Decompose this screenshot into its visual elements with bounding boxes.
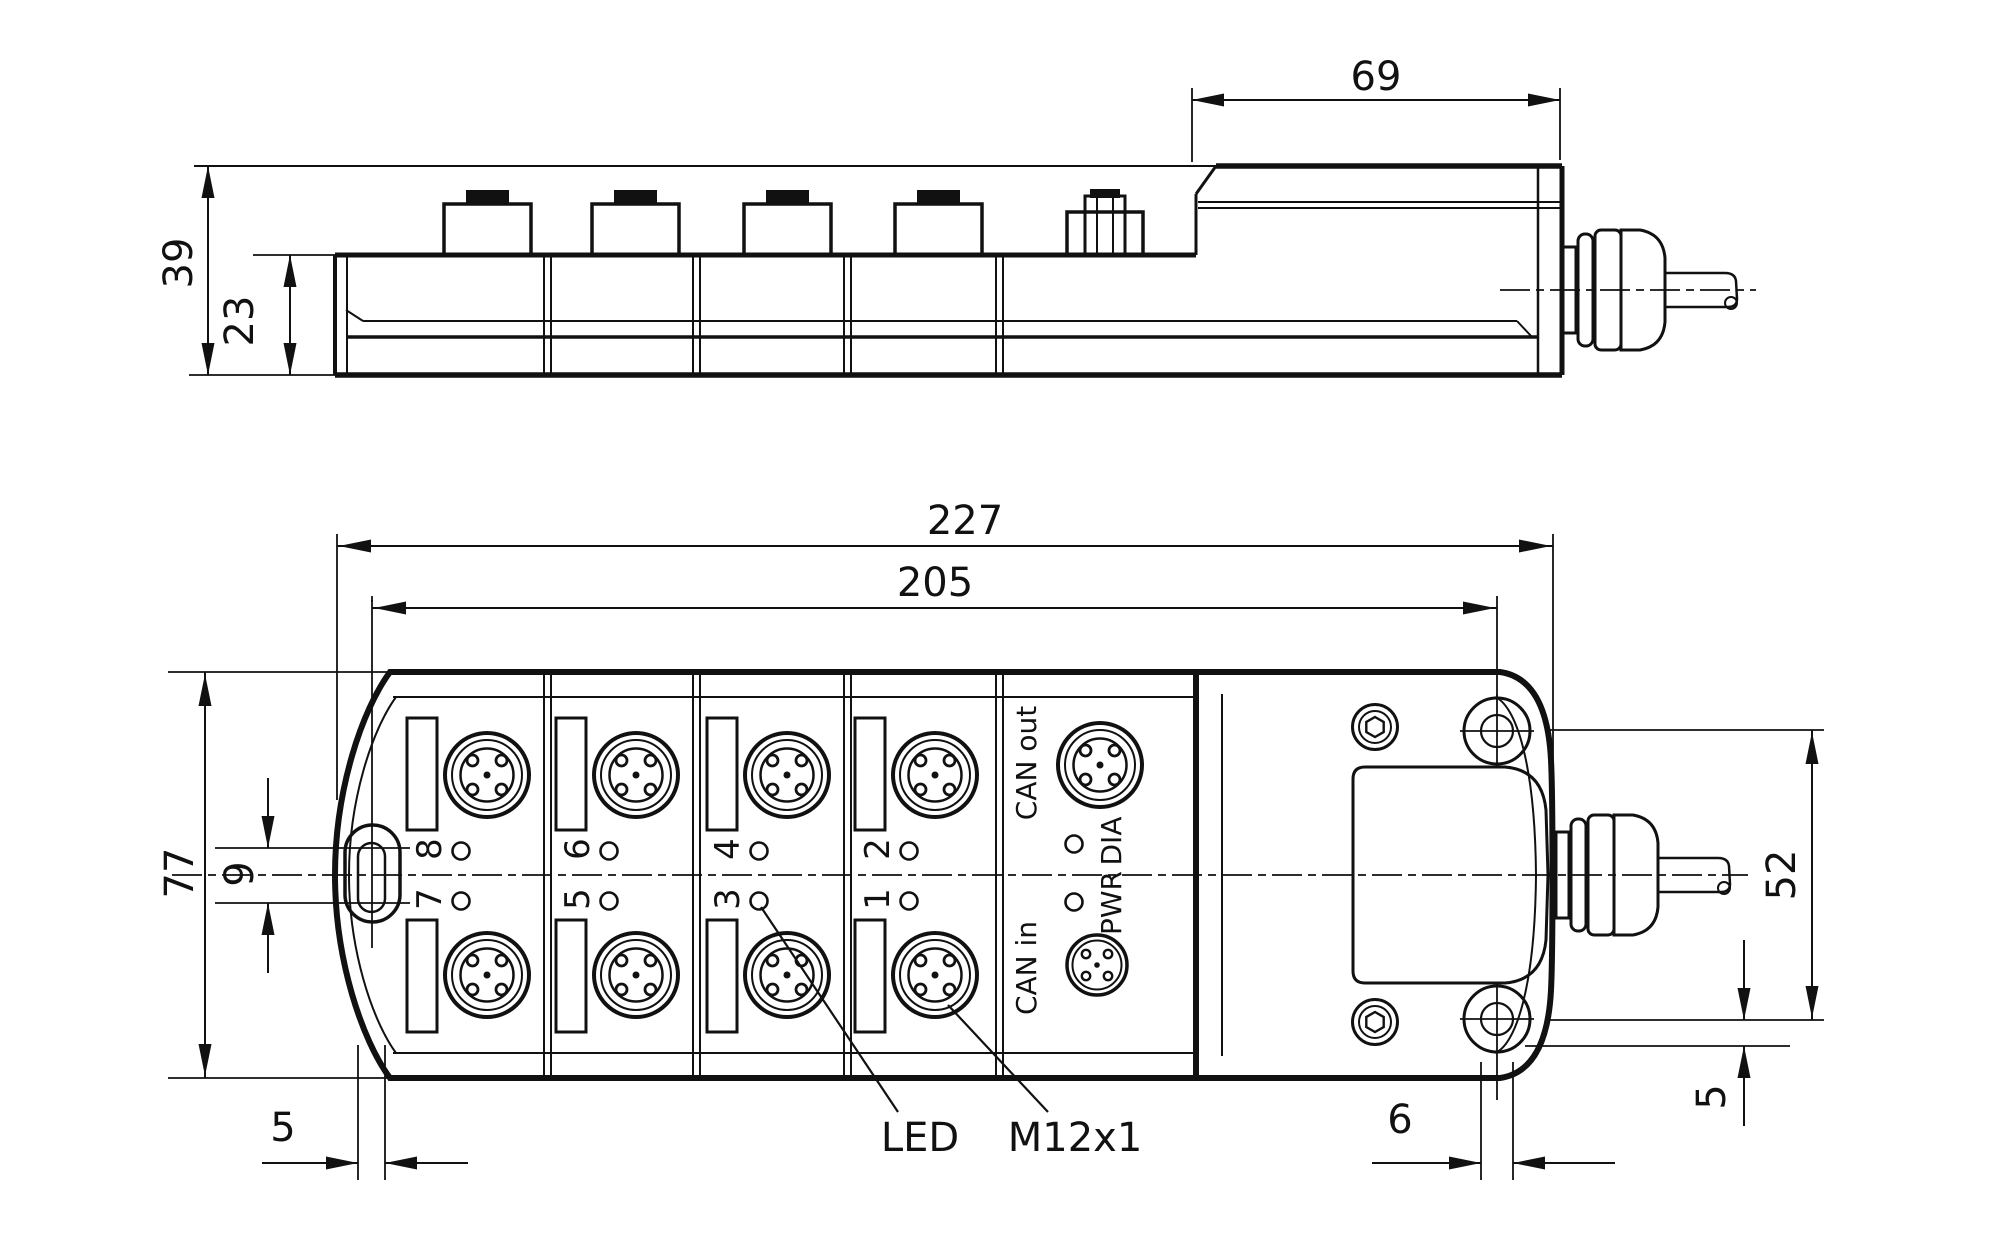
led-port-3 — [749, 891, 769, 911]
m12-connector-port-6 — [592, 731, 680, 819]
end-section — [1351, 694, 1550, 1100]
dim-6-value: 6 — [1387, 1097, 1412, 1143]
m12-connector-port-7 — [443, 931, 531, 1019]
port-number-3: 3 — [708, 888, 748, 910]
led-port-8 — [451, 841, 471, 861]
led-port-5 — [599, 891, 619, 911]
right-step-chamfer — [1516, 320, 1533, 338]
callout-m12x1: M12x1 — [947, 1004, 1143, 1161]
side-m12-stub-2 — [590, 190, 681, 257]
led-port-4 — [749, 841, 769, 861]
dim-23: 23 — [217, 255, 297, 375]
cable-gland-top-view-icon — [1554, 813, 1732, 937]
port-number-8: 8 — [410, 838, 450, 860]
dim-69: 69 — [1191, 54, 1561, 162]
m12-connector-port-5 — [592, 931, 680, 1019]
led-port-7 — [451, 891, 471, 911]
dim-227: 227 — [336, 498, 1554, 815]
led-port-6 — [599, 841, 619, 861]
top-view: 8 7 6 5 4 3 2 1 CAN out — [157, 498, 1824, 1180]
mounting-hole-top — [1460, 694, 1534, 768]
port-number-7: 7 — [410, 888, 450, 910]
port-number-1: 1 — [858, 888, 898, 910]
led-port-1 — [899, 891, 919, 911]
m12x1-callout-label: M12x1 — [1008, 1115, 1143, 1161]
dim-77-value: 77 — [157, 848, 203, 899]
led-pwr — [1064, 892, 1084, 912]
side-m12-stub-3 — [742, 190, 833, 257]
label-plates — [405, 716, 887, 1034]
side-m12-stub-4 — [893, 190, 984, 257]
dim-52: 52 — [1545, 729, 1824, 1021]
m12-connector-port-1 — [891, 931, 979, 1019]
side-power-stub — [1065, 189, 1145, 257]
dim-205-value: 205 — [897, 560, 973, 606]
can-out-label: CAN out — [1010, 706, 1043, 820]
left-step-chamfer — [345, 309, 364, 322]
dim-6: 6 — [1372, 1062, 1615, 1180]
port-numbers-and-leds: 8 7 6 5 4 3 2 1 — [410, 838, 919, 911]
pwr-label: PWR — [1095, 871, 1128, 935]
side-m12-stub-1 — [442, 190, 533, 257]
dim-205: 205 — [371, 560, 1498, 700]
m12-connector-port-2 — [891, 731, 979, 819]
dim-39: 39 — [156, 166, 215, 375]
side-module-dividers — [543, 255, 1004, 375]
can-section: CAN out DIA PWR CAN in — [1010, 706, 1144, 1015]
dim-69-value: 69 — [1351, 54, 1402, 100]
can-in-label: CAN in — [1010, 921, 1043, 1015]
dim-9-value: 9 — [217, 861, 263, 886]
side-view: 69 39 23 — [156, 54, 1756, 378]
can-in-connector — [1065, 933, 1129, 997]
body-outline — [331, 669, 1556, 1081]
led-port-2 — [899, 841, 919, 861]
port-number-6: 6 — [558, 838, 598, 860]
mounting-hole-bottom — [1460, 982, 1534, 1100]
m12-connector-port-4 — [743, 731, 831, 819]
dim-9: 9 — [217, 778, 275, 973]
cable-gland-side-icon — [1500, 228, 1756, 352]
dia-label: DIA — [1095, 817, 1128, 866]
led-dia — [1064, 834, 1084, 854]
led-callout-label: LED — [881, 1115, 959, 1161]
dim-39-value: 39 — [156, 238, 202, 289]
dim-23-value: 23 — [217, 296, 263, 347]
dim-52-value: 52 — [1759, 850, 1805, 901]
dim-5-right: 5 — [1525, 940, 1790, 1126]
mounting-slot — [215, 600, 410, 948]
tall-section-chamfer — [1194, 165, 1218, 195]
dim-227-value: 227 — [927, 498, 1003, 544]
can-out-connector — [1056, 721, 1144, 809]
dim-5-left-value: 5 — [270, 1105, 295, 1151]
dim-5-right-value: 5 — [1689, 1084, 1735, 1109]
port-number-5: 5 — [558, 888, 598, 910]
port-number-4: 4 — [708, 838, 748, 860]
m12-connector-port-3 — [743, 931, 831, 1019]
port-number-2: 2 — [858, 838, 898, 860]
hex-screw-bottom — [1351, 998, 1399, 1046]
m12-connector-port-8 — [443, 731, 531, 819]
hex-screw-top — [1351, 703, 1399, 751]
dim-5-left: 5 — [262, 1045, 468, 1180]
dim-77: 77 — [157, 671, 388, 1079]
label-recess — [1351, 765, 1550, 985]
callout-led: LED — [760, 906, 959, 1161]
